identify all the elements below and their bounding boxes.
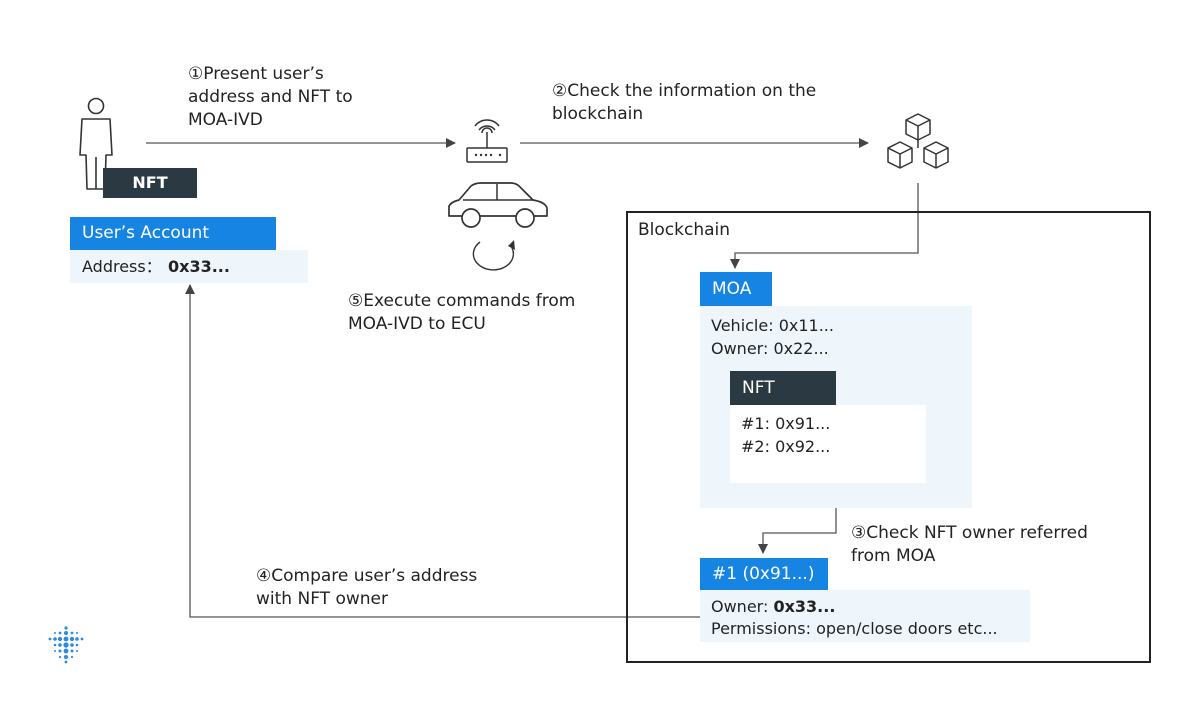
nft-item-2: #2: 0x92... [741, 437, 831, 456]
step5-line2: MOA-IVD to ECU [348, 314, 486, 334]
blocks-icon [887, 113, 949, 169]
car-icon [448, 182, 548, 228]
step2-line1: ②Check the information on the [552, 81, 817, 101]
address-value: 0x33... [168, 257, 230, 276]
arrow-token-to-user [185, 284, 700, 618]
step4-line1: ④Compare user’s address [256, 566, 478, 586]
token-owner-value: 0x33... [773, 597, 836, 616]
logo-icon [48, 626, 84, 664]
blockchain-frame [626, 211, 1151, 663]
user-nft-badge: NFT [103, 168, 197, 198]
step1-line3: MOA-IVD [188, 110, 263, 130]
step3-line1: ③Check NFT owner referred [851, 523, 1088, 543]
address-label: Address： [82, 257, 162, 276]
moa-owner: Owner: 0x22... [711, 339, 829, 358]
token-title: #1 (0x91...) [700, 558, 828, 590]
nft-item-1: #1: 0x91... [741, 414, 831, 433]
router-icon [466, 119, 508, 163]
blockchain-title: Blockchain [638, 220, 731, 240]
token-owner-label: Owner: [711, 597, 774, 616]
step1-line1: ①Present user’s [188, 64, 324, 84]
rotate-arrow-icon [472, 240, 515, 271]
token-body [700, 590, 1030, 642]
token-owner-row: Owner: 0x33... [711, 596, 835, 618]
nft-body [730, 405, 926, 483]
step3-line2: from MOA [851, 546, 936, 566]
step5-line1: ⑤Execute commands from [348, 291, 576, 311]
step1-line2: address and NFT to [188, 87, 353, 107]
token-permissions: Permissions: open/close doors etc... [711, 619, 998, 638]
step4-line2: with NFT owner [256, 589, 388, 609]
arrow-nft-to-token [758, 508, 837, 554]
moa-vehicle: Vehicle: 0x11... [711, 316, 834, 335]
moa-title: MOA [700, 272, 772, 306]
nft-title: NFT [730, 371, 836, 405]
arrow-blocks-to-moa [730, 183, 919, 269]
user-account-body: Address： 0x33... [70, 250, 308, 283]
step2-line2: blockchain [552, 104, 644, 124]
user-account-title: User’s Account [70, 217, 276, 250]
